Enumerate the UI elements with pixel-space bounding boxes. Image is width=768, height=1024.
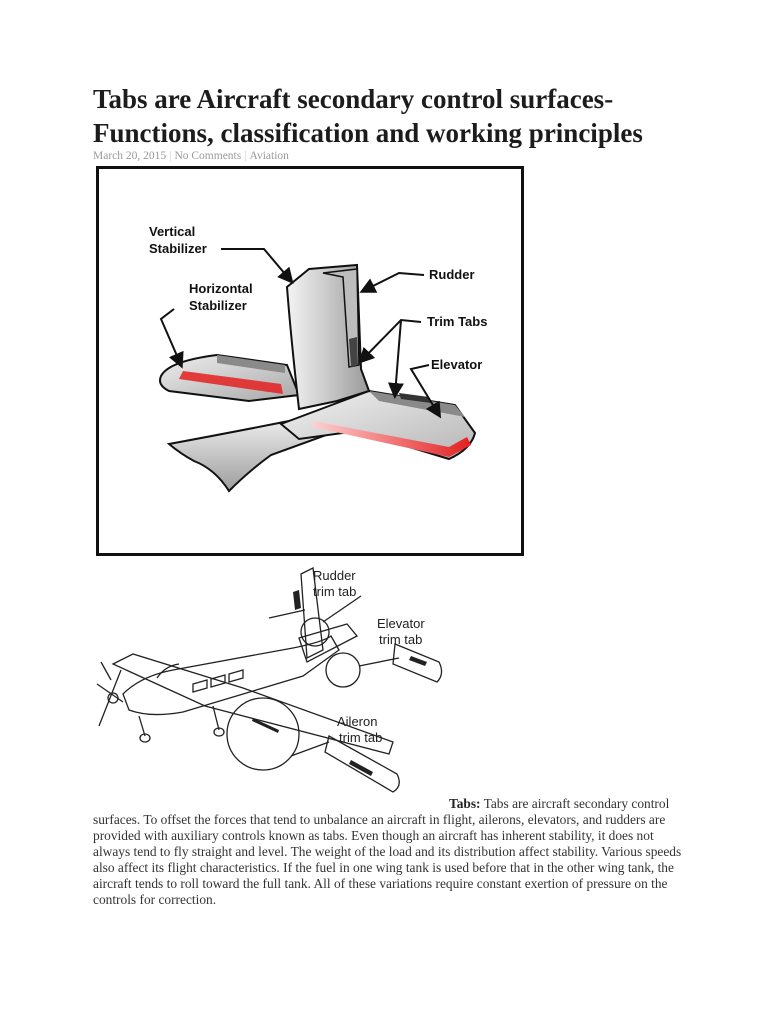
label-rudder-tab-1: Rudder <box>313 568 356 583</box>
label-horizontal-1: Horizontal <box>189 281 253 296</box>
callout-lines <box>290 595 400 757</box>
wheel <box>139 733 151 743</box>
elevator-detail <box>392 643 443 683</box>
leader-elevator <box>409 364 442 419</box>
propeller <box>96 661 124 727</box>
tail-surfaces-diagram: Vertical Stabilizer Horizontal Stabilize… <box>149 224 487 493</box>
elevator-trim-tab <box>399 393 431 403</box>
elevator-trim-tab-mark <box>409 656 427 666</box>
label-trim-tabs: Trim Tabs <box>427 314 487 329</box>
window <box>210 674 226 688</box>
left-elevator-red-band <box>179 371 283 394</box>
rudder-tab-circle <box>300 617 330 647</box>
horizontal-tail-outline <box>298 623 359 663</box>
label-vertical-1: Vertical <box>149 224 195 239</box>
tail-surfaces-figure: Vertical Stabilizer Horizontal Stabilize… <box>96 166 524 556</box>
window <box>192 679 208 693</box>
label-rudder-tab-2: trim tab <box>313 584 356 599</box>
body-lead: Tabs: <box>449 796 481 811</box>
leader-vertical <box>221 248 294 285</box>
post-date[interactable]: March 20, 2015 <box>93 150 167 162</box>
category-link[interactable]: Aviation <box>249 150 289 162</box>
label-aileron-tab-2: trim tab <box>339 730 382 745</box>
article-title: Tabs are Aircraft secondary control surf… <box>93 84 643 148</box>
aircraft-trim-tabs-figure: Rudder trim tab Elevator trim tab Ailero… <box>93 566 451 808</box>
aileron-trim-tab-mark <box>349 760 373 776</box>
leader-trim-rudder <box>358 318 422 364</box>
wheel <box>213 727 225 737</box>
wing-outline <box>111 653 394 755</box>
rudder-trim-tab-mark <box>293 590 301 610</box>
window <box>228 669 244 683</box>
body-text: Tabs are aircraft secondary control surf… <box>93 796 682 907</box>
rudder-trim-tab <box>349 337 358 367</box>
tail-antenna <box>268 609 306 619</box>
label-horizontal-2: Stabilizer <box>189 298 247 313</box>
label-elevator-tab-1: Elevator <box>377 616 425 631</box>
meta-separator: | <box>169 150 172 162</box>
fuselage-outline <box>122 635 340 716</box>
label-elevator-tab-2: trim tab <box>379 632 422 647</box>
leader-horizontal <box>159 308 184 369</box>
spinner <box>107 692 119 704</box>
left-elevator-top <box>217 355 285 373</box>
aileron-tab-zoom-mark <box>252 718 279 733</box>
landing-gear <box>138 705 220 737</box>
cockpit-line <box>156 663 180 679</box>
label-elevator: Elevator <box>431 357 482 372</box>
aircraft-line-drawing: Rudder trim tab Elevator trim tab Ailero… <box>96 567 443 793</box>
leader-rudder <box>359 271 425 293</box>
aileron-tab-circle <box>226 697 300 771</box>
leader-trim-elevator <box>387 319 404 399</box>
fuselage-tail-cone <box>166 417 332 493</box>
post-meta: March 20, 2015|No Comments|Aviation <box>93 150 289 162</box>
article-body: Tabs: Tabs are aircraft secondary contro… <box>93 796 688 908</box>
label-vertical-2: Stabilizer <box>149 241 207 256</box>
elevator-tab-circle <box>325 652 361 688</box>
aileron-detail <box>324 735 400 793</box>
right-elevator-red-band <box>313 421 471 457</box>
label-aileron-tab-1: Aileron <box>337 714 377 729</box>
label-rudder: Rudder <box>429 267 475 282</box>
meta-separator: | <box>244 150 247 162</box>
vertical-tail-outline <box>300 567 324 660</box>
comments-link[interactable]: No Comments <box>174 150 242 162</box>
